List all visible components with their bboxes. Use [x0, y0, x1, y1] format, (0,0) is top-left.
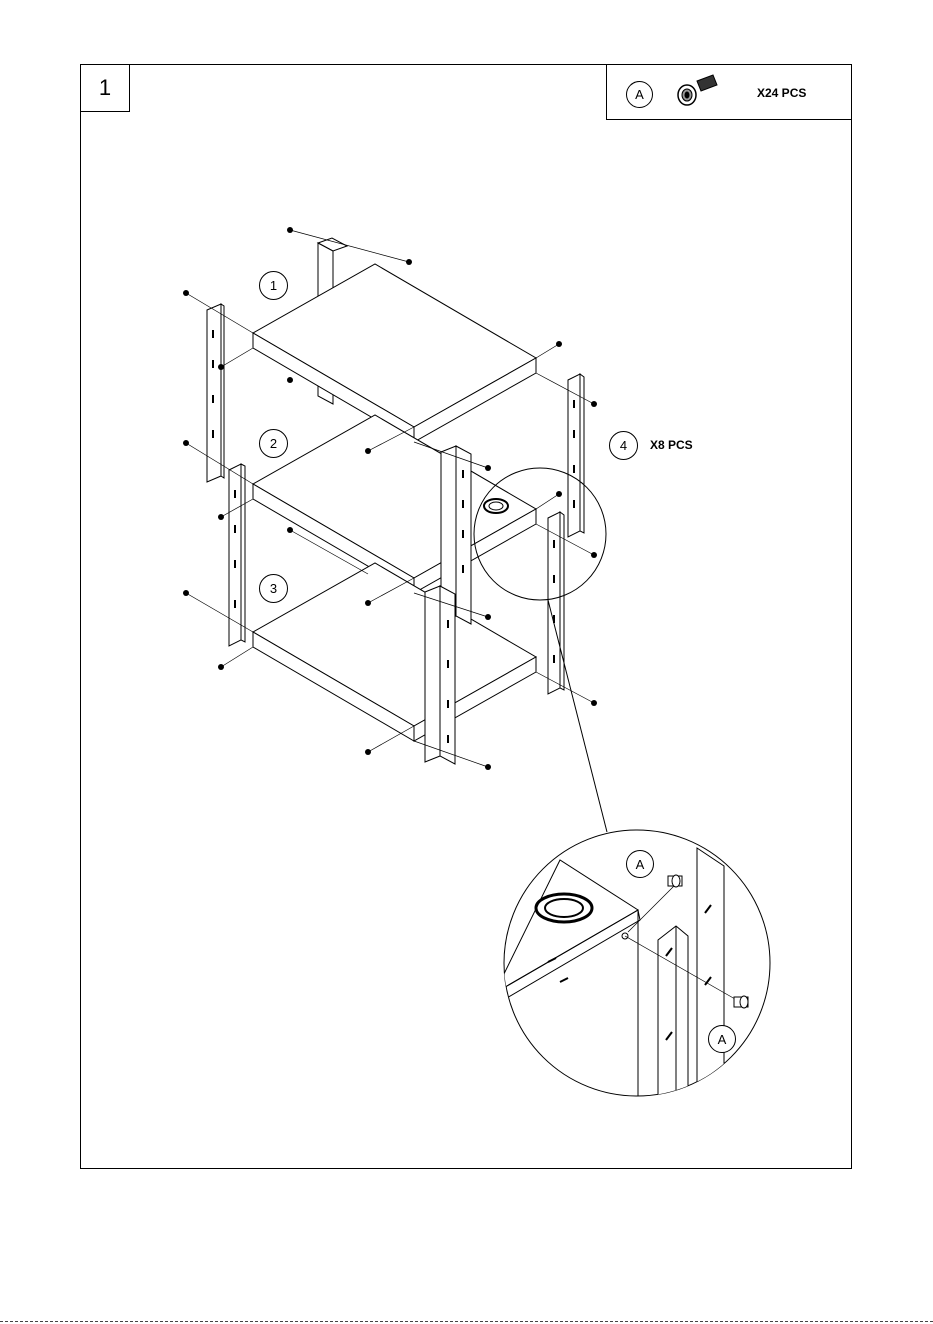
- part-label-1: 1: [259, 271, 288, 300]
- hardware-letter: A: [626, 81, 653, 108]
- detail-callout-bottom: A: [708, 1025, 736, 1053]
- bolt-icon: [673, 71, 723, 111]
- bolt-icon: [734, 996, 748, 1008]
- hardware-box: A X24 PCS: [606, 64, 852, 120]
- part-label-3: 3: [259, 574, 288, 603]
- step-number: 1: [80, 64, 130, 112]
- detail-callout-top: A: [626, 850, 654, 878]
- bolt-icon: [668, 875, 682, 887]
- part-4-quantity: X8 PCS: [650, 438, 693, 452]
- part-label-2: 2: [259, 429, 288, 458]
- part-label-4: 4: [609, 431, 638, 460]
- hardware-quantity: X24 PCS: [757, 86, 806, 100]
- cut-line: [0, 1321, 933, 1322]
